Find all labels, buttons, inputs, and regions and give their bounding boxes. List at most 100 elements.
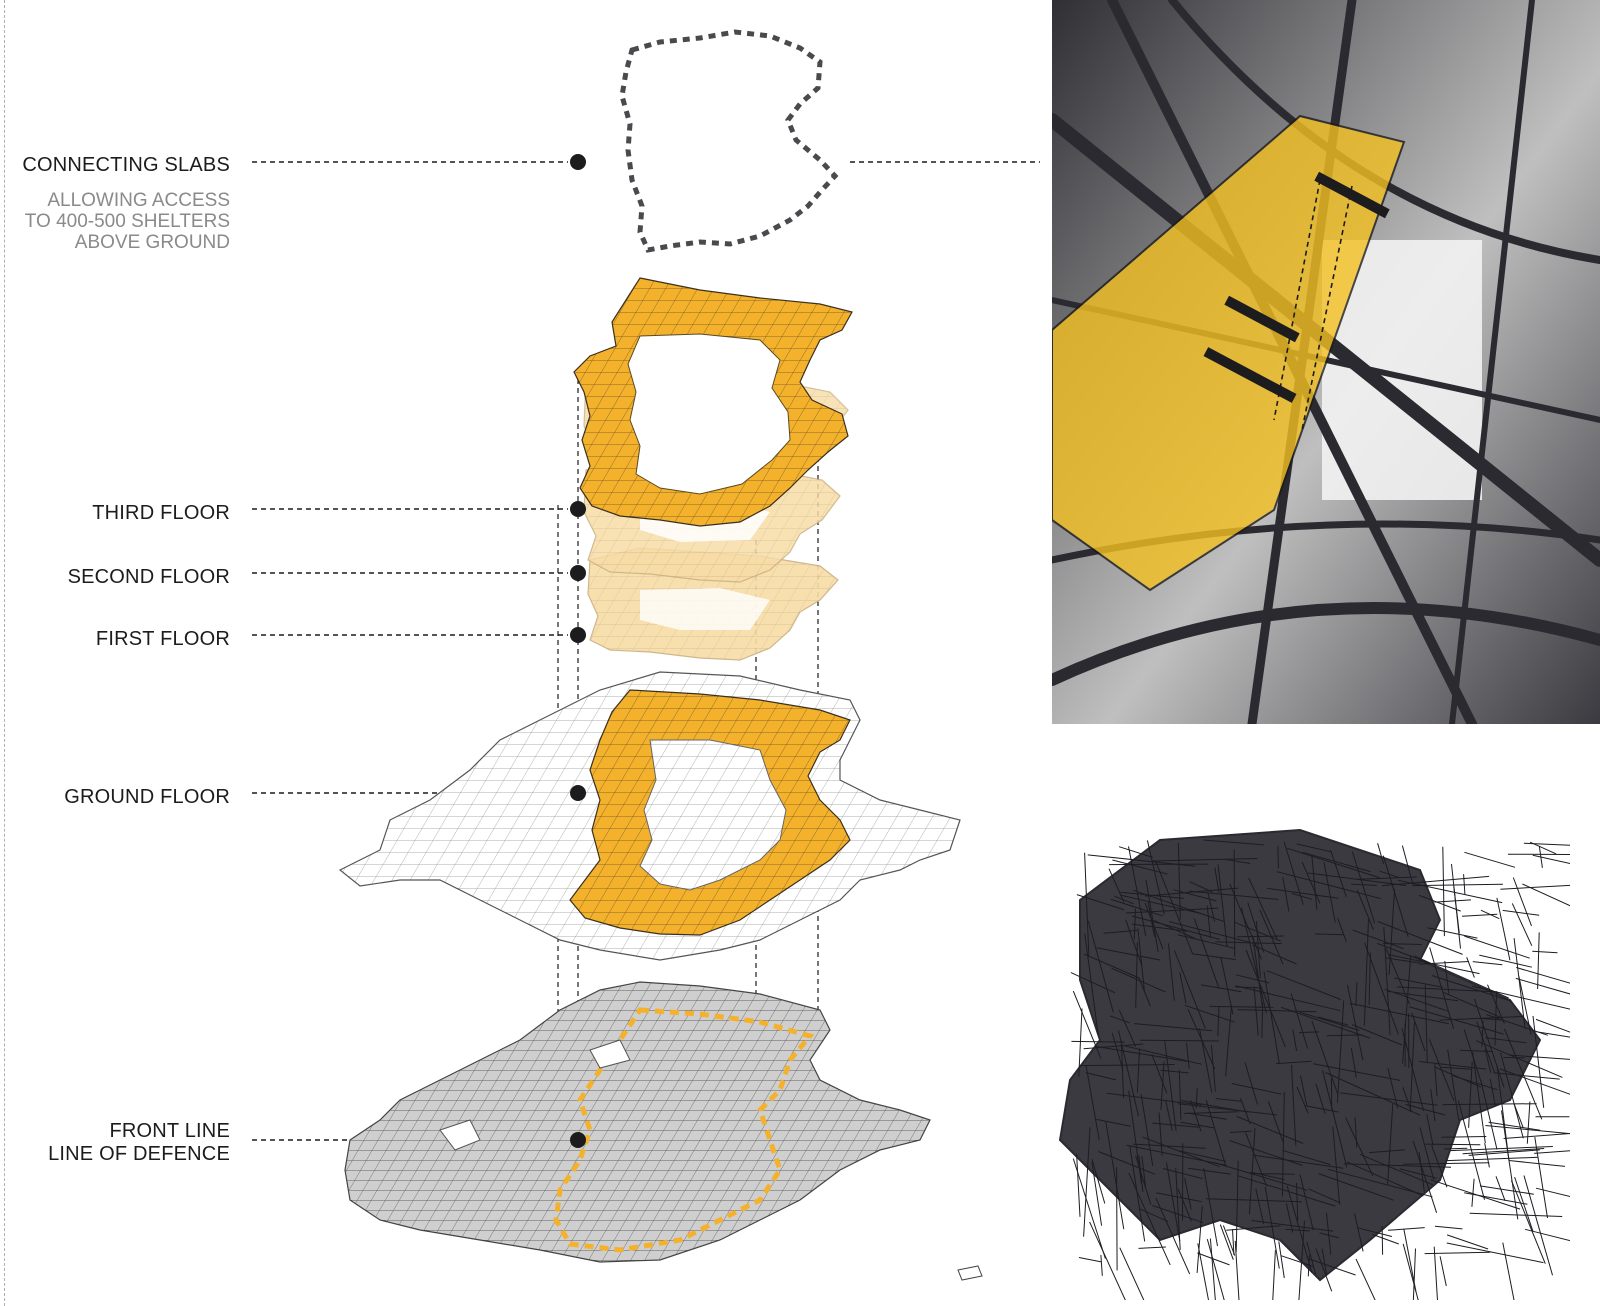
description-line-3: ABOVE GROUND [74, 232, 230, 253]
scribble-stroke [1291, 1064, 1297, 1146]
scribble-stroke [1283, 841, 1304, 905]
scribble-stroke [1252, 935, 1263, 1009]
scribble-stroke [1484, 1143, 1490, 1168]
scribble-stroke [1244, 1062, 1258, 1105]
scribble-stroke [1429, 947, 1455, 1029]
scribble-stroke [1325, 1072, 1421, 1116]
scribble-stroke [1286, 1185, 1313, 1273]
scribble-stroke [1188, 890, 1279, 900]
scribble-stroke [1301, 861, 1321, 904]
scribble-stroke [1100, 1254, 1103, 1276]
scribble-stroke [1156, 1192, 1202, 1203]
scribble-stroke [1179, 972, 1187, 1004]
scribble-stroke [1196, 1206, 1203, 1273]
scribble-stroke [1346, 1161, 1424, 1197]
scribble-stroke [1259, 909, 1284, 965]
scribble-stroke [1511, 903, 1533, 946]
connecting-slabs-outline [619, 29, 839, 253]
first-floor-slab [587, 547, 839, 661]
scribble-stroke [1146, 840, 1165, 915]
scribble-stroke [1446, 1242, 1544, 1264]
scribble-stroke [1419, 1127, 1435, 1180]
scribble-stroke [1165, 1100, 1173, 1131]
scribble-stroke [1337, 917, 1347, 942]
description-line-1: ALLOWING ACCESS [47, 190, 230, 211]
scribble-stroke [1124, 1045, 1202, 1065]
scribble-stroke [1250, 1173, 1295, 1175]
scribble-stroke [1315, 1248, 1333, 1292]
label-second-floor: SECOND FLOOR [68, 566, 230, 589]
scribble-stroke [1431, 1145, 1448, 1188]
scribble-stroke [1084, 852, 1090, 957]
scribble-stroke [1152, 858, 1258, 862]
scribble-stroke [1332, 1126, 1341, 1205]
scribble-stroke [1217, 1006, 1220, 1036]
scribble-stroke [1137, 928, 1145, 993]
scribble-texture [1058, 828, 1600, 1306]
scribble-stroke [1296, 1086, 1309, 1114]
label-connecting-slabs: CONNECTING SLABS [22, 154, 230, 177]
scribble-stroke [1537, 932, 1540, 990]
scribble-stroke [1343, 1163, 1452, 1168]
label-line-of-defence-text: LINE OF DEFENCE [48, 1143, 230, 1165]
scribble-stroke [1169, 921, 1257, 945]
scribble-stroke [1103, 929, 1138, 934]
scribble-stroke [1225, 1005, 1232, 1077]
label-second-floor-text: SECOND FLOOR [67, 566, 230, 588]
scribble-stroke [1140, 1093, 1154, 1166]
scribble-stroke [1282, 877, 1290, 912]
overlay-dashed-guides [1273, 179, 1353, 431]
front-line-dashed-ring [553, 1007, 815, 1253]
scribble-stroke [1502, 1242, 1516, 1306]
scribble-stroke [1451, 863, 1461, 949]
scribble-stroke [1493, 1072, 1560, 1080]
label-third-floor-text: THIRD FLOOR [92, 502, 230, 524]
top-floor-courtyard [627, 333, 791, 495]
scribble-stroke [1183, 1111, 1239, 1114]
scribble-stroke [1480, 1080, 1498, 1150]
scribble-stroke [1326, 1212, 1332, 1255]
scribble-stroke [1503, 1130, 1600, 1139]
scribble-stroke [1278, 1241, 1285, 1279]
scribble-stroke [1388, 888, 1396, 976]
top-floor-slab [573, 277, 853, 527]
scribble-stroke [1091, 1159, 1106, 1204]
marker-second-floor [570, 565, 586, 581]
scribble-stroke [1412, 1248, 1416, 1306]
scribble-stroke [1354, 1213, 1364, 1252]
scribble-stroke [1376, 942, 1432, 965]
scribble-stroke [1209, 1238, 1217, 1306]
scribble-stroke [1181, 1100, 1248, 1113]
scribble-stroke [1501, 1110, 1519, 1220]
scribble-stroke [1427, 927, 1478, 939]
scribble-stroke [1532, 1015, 1545, 1108]
scribble-stroke [1535, 1018, 1600, 1044]
marker-first-floor [570, 627, 586, 643]
label-markers [570, 154, 586, 1148]
scribble-stroke [1205, 1100, 1227, 1167]
scribble-texture-plan [1040, 780, 1600, 1306]
label-third-floor: THIRD FLOOR [92, 502, 230, 525]
scribble-stroke [1446, 1156, 1539, 1162]
scribble-stroke [1345, 1117, 1374, 1177]
scribble-stroke [1282, 1149, 1331, 1166]
scribble-stroke [1235, 974, 1270, 984]
scribble-stroke [1419, 961, 1470, 965]
scribble-stroke [1096, 1118, 1131, 1127]
scribble-stroke [1500, 1052, 1524, 1139]
scribble-stroke [1131, 915, 1221, 940]
perspective-photo [1052, 0, 1600, 724]
scribble-stroke [1510, 1180, 1546, 1264]
scribble-stroke [1412, 1140, 1438, 1213]
scribble-stroke [1118, 1030, 1139, 1117]
scribble-stroke [1461, 913, 1498, 917]
scribble-stroke [1251, 1220, 1334, 1232]
scribble-stroke [1321, 1248, 1327, 1275]
scribble-stroke [1402, 1243, 1421, 1306]
scribble-stroke [1464, 935, 1530, 959]
scribble-stroke [1523, 842, 1582, 847]
scribble-stroke [1434, 1225, 1463, 1230]
scribble-stroke [1232, 1229, 1235, 1255]
scribble-stroke [1158, 1112, 1163, 1156]
scribble-stroke [1351, 883, 1377, 886]
